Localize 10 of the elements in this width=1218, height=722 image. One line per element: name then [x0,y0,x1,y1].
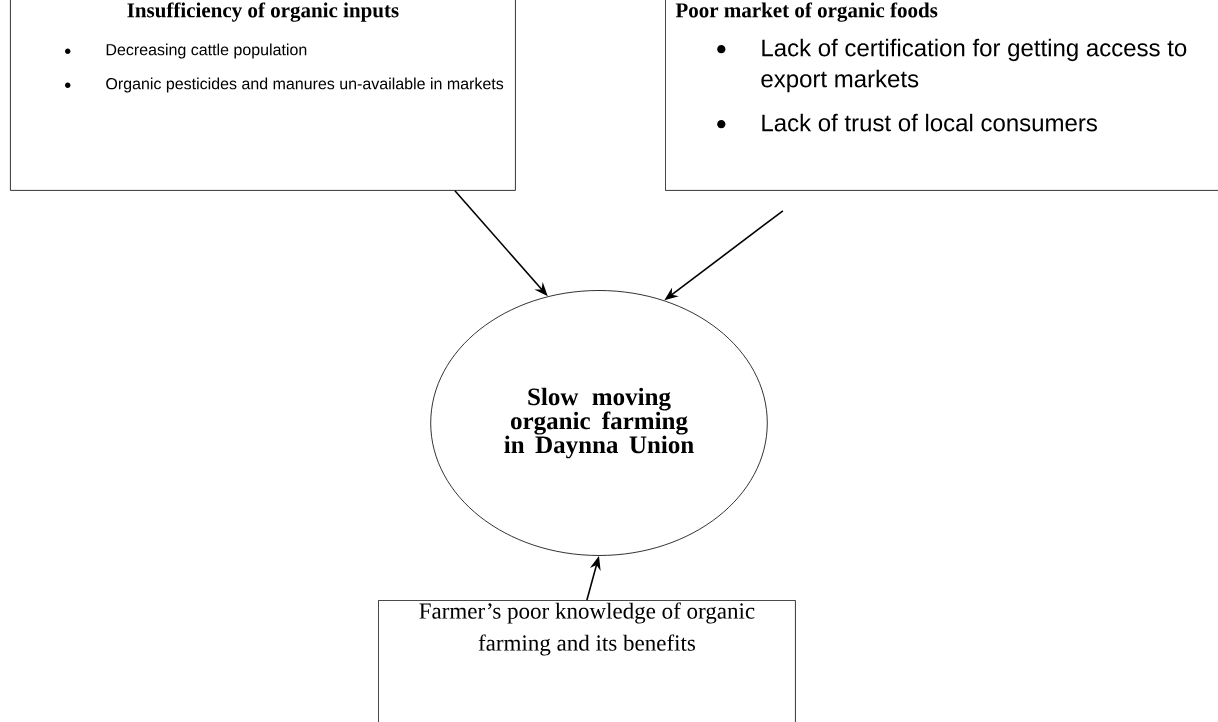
bullet-item: Lack of certification for getting access to export markets [717,38,1187,93]
ellipse-node: Slow moving organic farming in Daynna Union [430,290,768,556]
text-box [665,0,1218,191]
text-box: Farmer’s poor knowledge of organic farming and its benefits [378,600,796,722]
box-heading: Poor market of organic foods [675,2,938,22]
bullet-item: Decreasing cattle population [65,43,307,59]
box-heading: Insufficiency of organic inputs [127,2,399,22]
bullet-item: Organic pesticides and manures un-available in markets [65,77,504,93]
bullet-item: Lack of trust of local consumers [717,113,1097,132]
text-box [10,0,516,191]
